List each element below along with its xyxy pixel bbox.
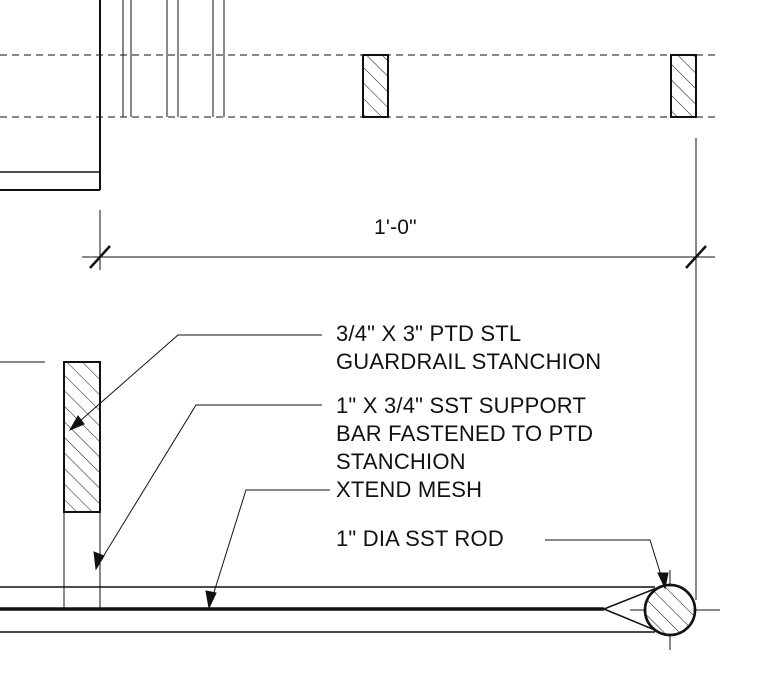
support-bar-leader [97,404,322,566]
arrowhead [93,551,105,571]
plan-view [0,0,720,191]
leaders [68,334,669,610]
tick-mark [685,245,707,269]
tick-mark [89,245,111,269]
section-view [0,361,720,650]
callout-stanchion-line1: 3/4" X 3" PTD STL [336,321,522,346]
mesh-leader [209,489,330,606]
arrowhead [657,572,669,590]
sst-rod-hatch [645,585,695,635]
callout-support-bar-line2: BAR FASTENED TO PTD [336,421,594,446]
arrowhead [68,415,85,432]
stanchion-section-upper [362,54,389,118]
stanchion-leader [71,334,322,429]
stanchion-section-upper [670,54,697,118]
callout-rod: 1" DIA SST ROD [336,526,504,551]
dimension-line-group [82,138,715,600]
arrowhead [205,590,217,610]
callout-stanchion-line2: GUARDRAIL STANCHION [336,349,602,374]
dimension-label: 1'-0" [374,216,417,239]
rod-leader [545,539,665,586]
callout-support-bar-line1: 1" X 3/4" SST SUPPORT [336,393,587,418]
callout-support-bar-line3: STANCHION [336,449,466,474]
guardrail-stanchion [63,361,101,513]
callout-mesh: XTEND MESH [336,477,483,502]
sst-rod-outline [643,583,697,637]
